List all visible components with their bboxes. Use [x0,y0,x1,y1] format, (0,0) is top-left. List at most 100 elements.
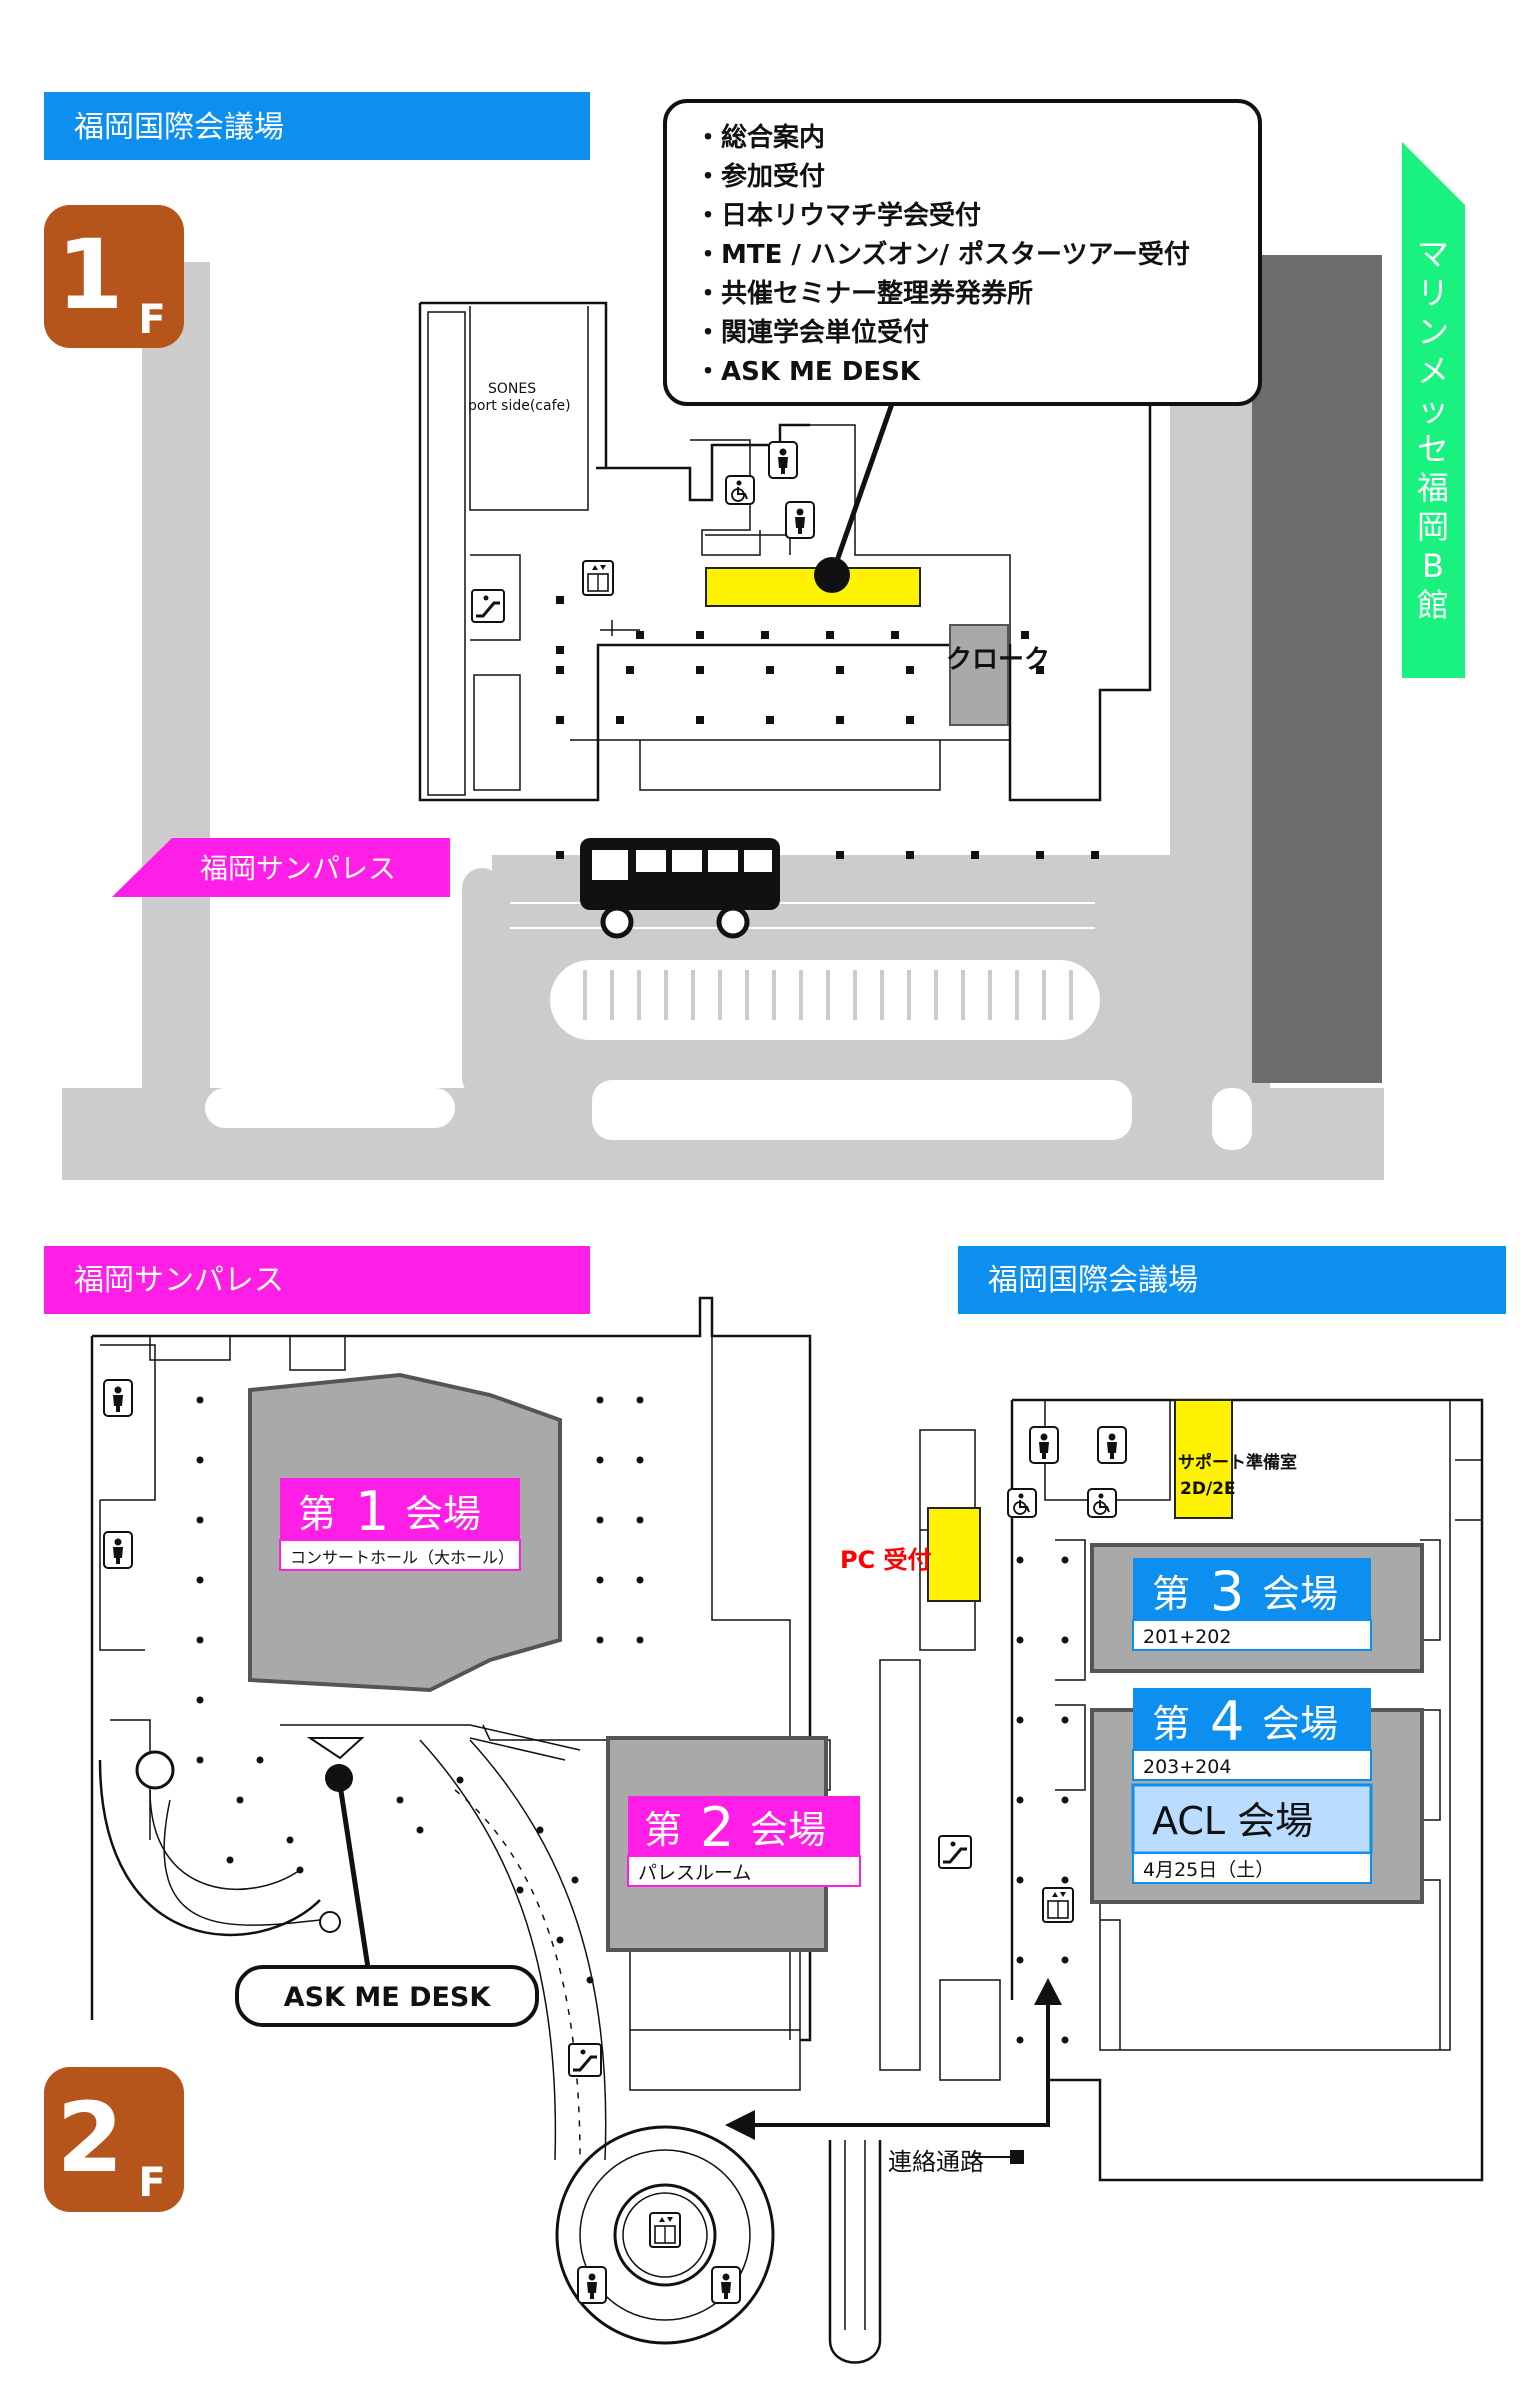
marine-messe-char: リ [1417,274,1449,312]
bus-icon [580,838,780,939]
floor-badge-suffix: F [138,2160,165,2206]
hall-1-prefix: 第 [298,1492,336,1536]
pillar-circle [319,1911,341,1933]
column [226,1856,234,1864]
road-island-right [1212,1088,1252,1150]
column [636,1636,644,1644]
info-list-item: ・ASK ME DESK [695,357,921,387]
pc-reception-desk [927,1507,981,1602]
pc-reception-label: PC 受付 [840,1546,932,1574]
floor-badge-2f: 2 F [44,2067,184,2212]
column [696,716,704,724]
column [596,1396,604,1404]
column [196,1456,204,1464]
info-list-item: ・総合案内 [695,122,825,153]
elevator-icon [1042,1887,1074,1923]
column [906,716,914,724]
column [971,851,979,859]
accessible-restroom-icon [1087,1488,1117,1518]
column [236,1796,244,1804]
floor2-map: 福岡サンパレス 福岡国際会議場 [44,1246,1506,2364]
marine-messe-char: 福 [1417,469,1449,507]
ask-me-desk-callout [235,1965,539,2027]
hall-3-label: 第 3 会場 201+202 [1132,1558,1372,1651]
hall-4-prefix: 第 [1152,1702,1190,1746]
reception-desk [705,567,921,607]
column [616,716,624,724]
escalator-icon [567,2042,603,2078]
cloakroom-label: クローク [946,645,1050,675]
column [556,666,564,674]
route-arrow-left-head [725,2110,755,2140]
road-curb [205,1088,455,1128]
column [516,1886,524,1894]
column [556,1936,564,1944]
info-list-item: ・共催セミナー整理券発券所 [695,278,1033,309]
column [1061,1716,1069,1724]
column [256,1756,264,1764]
column [1061,1556,1069,1564]
column [636,1456,644,1464]
acl-hall-label: ACL 会場 4月25日（土） [1131,1783,1373,1884]
column [586,1976,594,1984]
column [626,666,634,674]
column [636,1396,644,1404]
info-list-item: ・参加受付 [695,161,825,192]
marine-messe-char: マ [1417,235,1449,273]
corridor-marker [1010,2150,1024,2164]
hall-1-suffix: 会場 [405,1492,481,1536]
floor-badge-suffix: F [138,297,165,343]
column [761,631,769,639]
column [766,716,774,724]
column [1061,1956,1069,1964]
corridor-label-bg [886,2146,968,2180]
hall-1-subtitle: コンサートホール（大ホール） [290,1548,514,1567]
column [1016,1956,1024,1964]
column [696,631,704,639]
corridor-route-arrow [740,1995,1050,2127]
floor1-map: クローク SONES port side(cafe) 福岡国際会議場 1 F [44,92,1465,1180]
hall-4-number: 4 [1210,1690,1244,1753]
column [596,1516,604,1524]
info-list-item: ・関連学会単位受付 [695,317,929,348]
marine-messe-char: セ [1417,430,1449,468]
column [906,851,914,859]
marine-messe-char: ン [1417,313,1449,351]
restroom-icon [768,441,798,479]
info-list-item: ・日本リウマチ学会受付 [695,200,981,231]
column [396,1796,404,1804]
restroom-icon [711,2266,741,2304]
floor1-header [44,92,590,160]
hall-4-subtitle: 203+204 [1143,1756,1231,1778]
column [456,1776,464,1784]
hall-2-suffix: 会場 [750,1808,826,1852]
floor-badge-number: 2 [57,2082,124,2194]
hall-1-number: 1 [355,1480,389,1543]
restroom-icon [103,1379,133,1417]
restroom-icon [785,501,815,539]
hall-2-label: 第 2 会場 パレスルーム [627,1796,861,1887]
column [286,1836,294,1844]
restroom-icon [1097,1426,1127,1464]
cafe-label-line2: port side(cafe) [468,398,571,414]
hall-3-suffix: 会場 [1262,1572,1338,1616]
column-grid [196,1396,1069,2044]
column [1061,1796,1069,1804]
marine-messe-char: 岡 [1417,508,1449,546]
corridor-label: 連絡通路 [888,2148,984,2176]
hall-3-number: 3 [1210,1560,1244,1623]
ask-me-desk-counter [306,1737,365,1760]
conference-center-1f-walls [418,258,1152,802]
sunpalace-direction-arrow: 福岡サンパレス [112,838,450,897]
accessible-restroom-icon [1007,1488,1037,1518]
escalator-icon [937,1834,973,1870]
column [196,1396,204,1404]
info-list-item: ・MTE / ハンズオン/ ポスターツアー受付 [695,239,1190,270]
column [836,716,844,724]
restroom-icon [577,2266,607,2304]
ask-me-desk-pointer [336,1777,371,1969]
accessible-restroom-icon [725,475,755,505]
support-room-code: 2D/2E [1180,1479,1236,1499]
column [1016,1796,1024,1804]
